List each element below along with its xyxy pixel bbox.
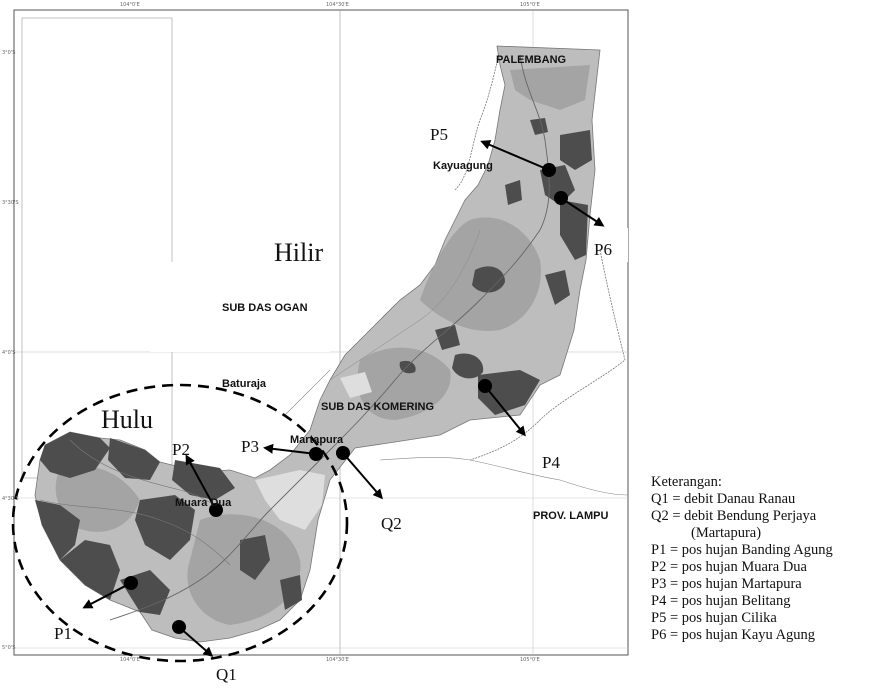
label-patch	[150, 262, 330, 352]
landuse-zone	[55, 466, 140, 532]
landuse-zone	[240, 535, 270, 580]
landuse-zone	[510, 65, 590, 110]
arrow-p1	[82, 582, 132, 609]
tick-label: 105°0'E	[520, 657, 540, 663]
watershed-area	[34, 45, 601, 643]
landuse-zone	[560, 130, 592, 170]
tick-label: 3°30'S	[2, 200, 19, 206]
legend-item: P1 = pos hujan Banding Agung	[651, 542, 833, 558]
river	[39, 499, 231, 566]
hulu-boundary-circle	[11, 383, 349, 663]
river	[329, 229, 481, 381]
place-label-sub-das-komering: SUB DAS KOMERING	[321, 401, 435, 413]
tick-label: 3°0'S	[2, 50, 16, 56]
station-label-p5: P5	[430, 125, 448, 144]
legend-item: P2 = pos hujan Muara Dua	[651, 559, 807, 575]
regional-boundary	[379, 456, 629, 496]
legend-item: P6 = pos hujan Kayu Agung	[651, 627, 816, 643]
region-label-hulu: Hulu	[101, 405, 153, 434]
place-label-baturaja: Baturaja	[222, 378, 267, 390]
place-label-martapura: Martapura	[290, 434, 344, 446]
place-label-muara-dua: Muara Dua	[175, 497, 232, 509]
place-label-sub-das-ogan: SUB DAS OGAN	[222, 302, 308, 314]
tick-label: 4°30'S	[2, 496, 19, 502]
landuse-zone	[108, 438, 160, 480]
tick-label: 4°0'S	[2, 350, 16, 356]
station-label-q1: Q1	[216, 665, 237, 684]
legend-item: Q1 = debit Danau Ranau	[651, 491, 796, 507]
arrow-p5	[480, 140, 550, 171]
tick-label: 104°30'E	[326, 2, 349, 8]
arrow-q1	[178, 626, 214, 657]
regional-boundary	[284, 369, 331, 416]
landuse-zone	[280, 575, 302, 610]
station-label-p4: P4	[542, 453, 560, 472]
tick-label: 5°0'S	[2, 645, 16, 651]
legend-item: P5 = pos hujan Cilika	[651, 610, 777, 626]
tick-label: 105°0'E	[520, 2, 540, 8]
landuse-zone	[340, 372, 372, 398]
landuse-zone	[135, 495, 195, 560]
landuse-zone	[60, 540, 120, 600]
tick-label: 104°0'E	[120, 657, 140, 663]
station-label-p2: P2	[172, 440, 190, 459]
landuse-zone	[357, 347, 451, 420]
station-label-p3: P3	[241, 437, 259, 456]
regional-boundary	[454, 49, 501, 191]
legend-item: (Martapura)	[691, 525, 762, 541]
landuse-zone	[560, 200, 588, 260]
place-label-prov-lampung: PROV. LAMPU	[533, 510, 609, 522]
landuse-zone	[35, 500, 80, 560]
landuse-zone	[472, 266, 505, 293]
legend-item: P3 = pos hujan Martapura	[651, 576, 802, 592]
arrow-p2	[185, 454, 217, 511]
arrow-p6	[560, 197, 605, 227]
map-frame	[13, 9, 629, 656]
landuse-zone	[530, 118, 548, 135]
legend-item: P4 = pos hujan Belitang	[651, 593, 791, 609]
landuse-zone	[40, 432, 110, 478]
landuse-zone	[478, 370, 540, 415]
legend: Keterangan: Q1 = debit Danau Ranau Q2 = …	[651, 474, 833, 644]
tick-label: 104°30'E	[326, 657, 349, 663]
landuse-zone	[545, 270, 570, 305]
landuse-zone	[505, 180, 522, 205]
landuse-zone	[435, 325, 460, 350]
arrow-q2	[342, 452, 383, 500]
arrow-p3	[263, 443, 317, 455]
legend-item: Q2 = debit Bendung Perjaya	[651, 508, 817, 524]
station-label-q2: Q2	[381, 514, 402, 533]
regional-boundary	[469, 249, 626, 461]
arrow-p4	[484, 385, 526, 437]
landuse-zone	[452, 353, 484, 379]
station-label-p1: P1	[54, 624, 72, 643]
landuse-zone	[172, 460, 235, 500]
landuse-zone	[255, 470, 325, 530]
tick-label: 104°0'E	[120, 2, 140, 8]
station-label-p6: P6	[594, 240, 612, 259]
region-label-hilir: Hilir	[274, 238, 324, 267]
place-label-palembang: PALEMBANG	[496, 54, 567, 66]
place-label-kayuagung: Kayuagung	[433, 160, 493, 172]
legend-title: Keterangan:	[651, 474, 722, 490]
river	[69, 439, 221, 511]
